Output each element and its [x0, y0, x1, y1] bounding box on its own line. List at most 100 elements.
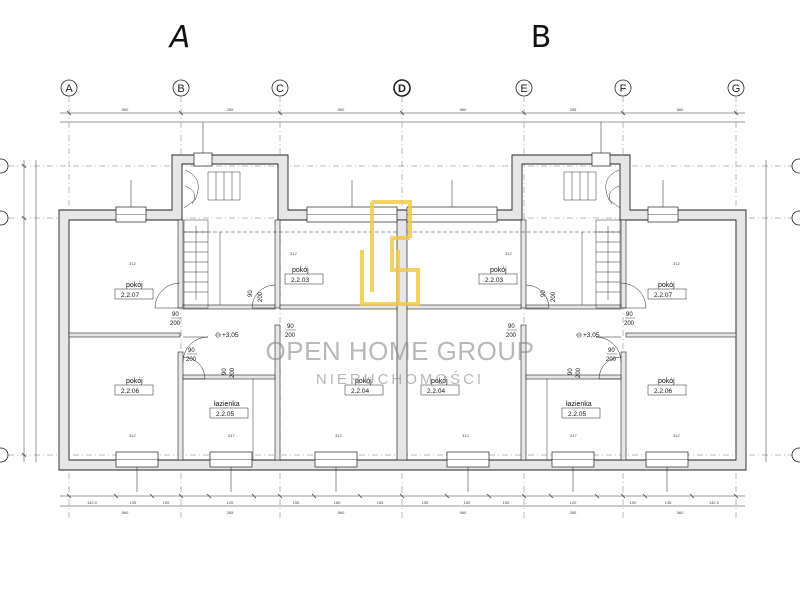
room-number: 2.2.06 [121, 388, 139, 395]
door-height: 200 [186, 357, 197, 363]
room-number: 2.2.05 [568, 411, 586, 418]
svg-text:155: 155 [377, 500, 384, 505]
room-number: 2.2.07 [654, 292, 672, 299]
svg-text:560: 560 [460, 510, 467, 515]
svg-text:100: 100 [630, 500, 637, 505]
room-number: 2.2.05 [216, 411, 234, 418]
door-width: 90 [568, 368, 574, 375]
door-height: 200 [606, 357, 617, 363]
room-tags [114, 273, 687, 419]
dimension-values: 560 285 560 560 285 560 142,0 135 100 12… [87, 107, 720, 515]
svg-text:560: 560 [338, 510, 345, 515]
svg-text:312: 312 [129, 261, 136, 266]
room-name: pokój [292, 267, 309, 274]
room-labels: pokój 2.2.07 pokój 2.2.06 pokój 2.2.03 ł… [121, 267, 675, 418]
room-name: łazienka [566, 401, 592, 408]
svg-text:560: 560 [338, 107, 345, 112]
room-name: pokój [658, 378, 675, 385]
svg-text:155: 155 [422, 500, 429, 505]
dimension-lines [21, 110, 767, 507]
svg-text:160: 160 [334, 500, 341, 505]
door-height: 200 [624, 321, 635, 327]
room-number: 2.2.07 [121, 292, 139, 299]
room-name: łazienka [214, 401, 240, 408]
door-width: 90 [188, 348, 195, 354]
room-name: pokój [431, 378, 448, 385]
svg-text:560: 560 [122, 107, 129, 112]
room-name: pokój [490, 267, 507, 274]
axis-label: E [520, 83, 527, 95]
svg-text:312: 312 [290, 251, 297, 256]
room-number: 2.2.03 [291, 277, 309, 284]
svg-text:312: 312 [335, 433, 342, 438]
svg-text:560: 560 [677, 510, 684, 515]
door-width: 90 [608, 348, 615, 354]
svg-text:285: 285 [227, 510, 234, 515]
staircase-a [183, 169, 241, 309]
level-markers: +3,05 +3,05 [215, 332, 600, 339]
room-number: 2.2.04 [351, 388, 369, 395]
door-height: 200 [230, 367, 236, 378]
door-height: 200 [576, 367, 582, 378]
unit-title-b: B [531, 20, 552, 55]
svg-text:155: 155 [503, 500, 510, 505]
room-number: 2.2.06 [654, 388, 672, 395]
door-labels: 90 200 90 200 90 200 90 200 90 200 90 20… [170, 290, 635, 378]
room-number: 2.2.04 [427, 388, 445, 395]
door-width: 90 [248, 290, 254, 297]
door-width: 90 [172, 312, 179, 318]
svg-text:312: 312 [505, 251, 512, 256]
svg-text:285: 285 [227, 107, 234, 112]
door-width: 90 [541, 290, 547, 297]
svg-text:155: 155 [293, 500, 300, 505]
svg-text:135: 135 [130, 500, 137, 505]
svg-text:560: 560 [122, 510, 129, 515]
axis-label: D [398, 83, 406, 95]
axis-label: C [276, 83, 284, 95]
inner-lines [183, 231, 621, 460]
axis-label: F [620, 83, 627, 95]
svg-text:100: 100 [163, 500, 170, 505]
svg-text:312: 312 [673, 261, 680, 266]
svg-text:560: 560 [460, 107, 467, 112]
svg-text:247: 247 [228, 433, 235, 438]
room-name: pokój [126, 282, 143, 289]
axis-label: G [732, 83, 741, 95]
level-marker: +3,05 [583, 332, 600, 339]
svg-text:560: 560 [677, 107, 684, 112]
window-mullions [116, 214, 688, 460]
svg-text:120: 120 [570, 500, 577, 505]
svg-text:312: 312 [462, 433, 469, 438]
axis-label: A [65, 83, 73, 95]
watermark-name: OPEN HOME GROUP [266, 336, 535, 366]
staircase-b [563, 169, 621, 309]
door-height: 200 [285, 333, 296, 339]
axis-label: B [177, 83, 184, 95]
svg-text:120: 120 [227, 500, 234, 505]
door-height: 200 [170, 321, 181, 327]
unit-title-a: A [168, 20, 191, 55]
svg-text:312: 312 [129, 433, 136, 438]
door-height: 200 [551, 291, 557, 302]
watermark-subtitle: NIERUCHOMOŚCI [316, 370, 484, 388]
watermark-logo [360, 200, 420, 306]
axis-bubbles: A B C D E F G [0, 79, 800, 463]
door-width: 90 [626, 312, 633, 318]
svg-text:135: 135 [665, 500, 672, 505]
room-number: 2.2.03 [485, 277, 503, 284]
room-name: pokój [355, 378, 372, 385]
svg-text:160: 160 [464, 500, 471, 505]
svg-text:312: 312 [673, 433, 680, 438]
door-height: 200 [506, 333, 517, 339]
door-width: 90 [287, 324, 294, 330]
svg-text:142,0: 142,0 [87, 500, 98, 505]
room-name: pokój [126, 378, 143, 385]
svg-text:142,0: 142,0 [709, 500, 720, 505]
interior-walls [68, 219, 737, 461]
party-wall [396, 219, 408, 461]
door-width: 90 [508, 324, 515, 330]
door-swings [154, 282, 647, 380]
svg-text:285: 285 [570, 107, 577, 112]
door-height: 200 [258, 291, 264, 302]
